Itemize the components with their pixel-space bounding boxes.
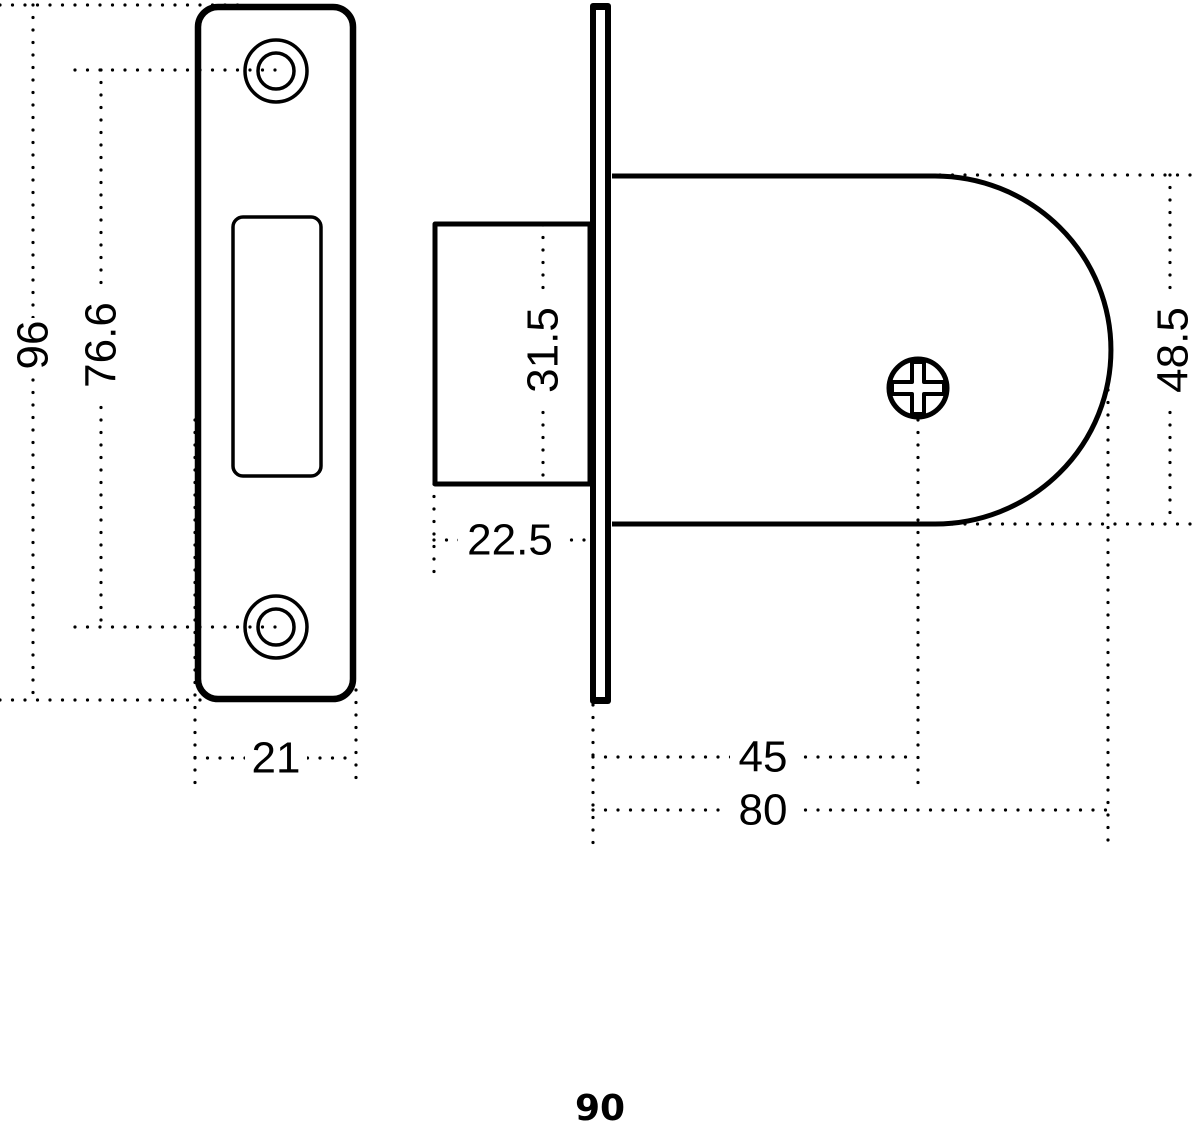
strike-slot bbox=[231, 215, 323, 478]
dim-label-96: 96 bbox=[9, 321, 58, 370]
dim-label-80: 80 bbox=[739, 786, 788, 835]
dim-label-48-5: 48.5 bbox=[1149, 307, 1198, 393]
screw-hole-top bbox=[243, 38, 309, 104]
lock-case bbox=[612, 173, 1114, 527]
dim-label-31-5: 31.5 bbox=[519, 307, 568, 393]
dimension-labels: 96 76.6 21 31.5 22.5 48.5 45 80 bbox=[9, 290, 1198, 835]
dim-label-22-5: 22.5 bbox=[467, 516, 553, 565]
dim-label-21: 21 bbox=[252, 734, 301, 783]
lock-body bbox=[432, 3, 1114, 704]
dim-label-76-6: 76.6 bbox=[77, 302, 126, 388]
strike-plate-outline bbox=[194, 3, 357, 703]
dim-label-45: 45 bbox=[739, 733, 788, 782]
product-code: 90 bbox=[575, 1088, 625, 1129]
strike-plate bbox=[194, 3, 357, 703]
screw-hole-bottom bbox=[243, 594, 309, 660]
phillips-screw-icon bbox=[886, 356, 950, 420]
